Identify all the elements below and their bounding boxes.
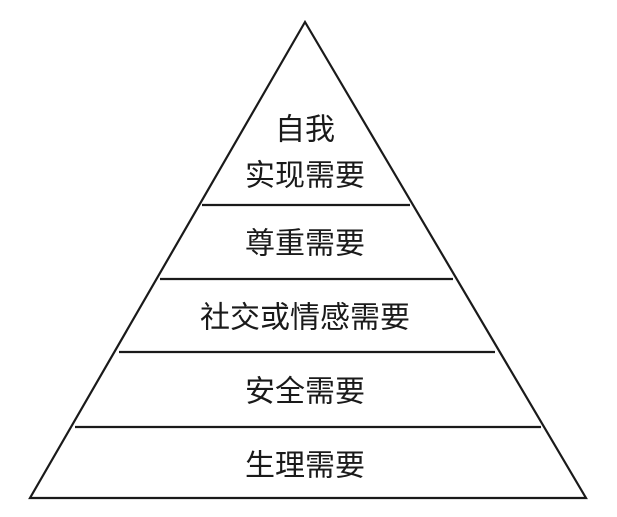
level-social-belonging: 社交或情感需要 bbox=[200, 301, 410, 336]
level-physiological: 生理需要 bbox=[245, 449, 365, 484]
level-self-actualization-line-2: 实现需要 bbox=[245, 159, 365, 194]
level-esteem: 尊重需要 bbox=[245, 227, 365, 262]
level-self-actualization-line-1: 自我 bbox=[275, 113, 335, 148]
level-safety: 安全需要 bbox=[245, 375, 365, 410]
pyramid-outline bbox=[28, 19, 588, 500]
